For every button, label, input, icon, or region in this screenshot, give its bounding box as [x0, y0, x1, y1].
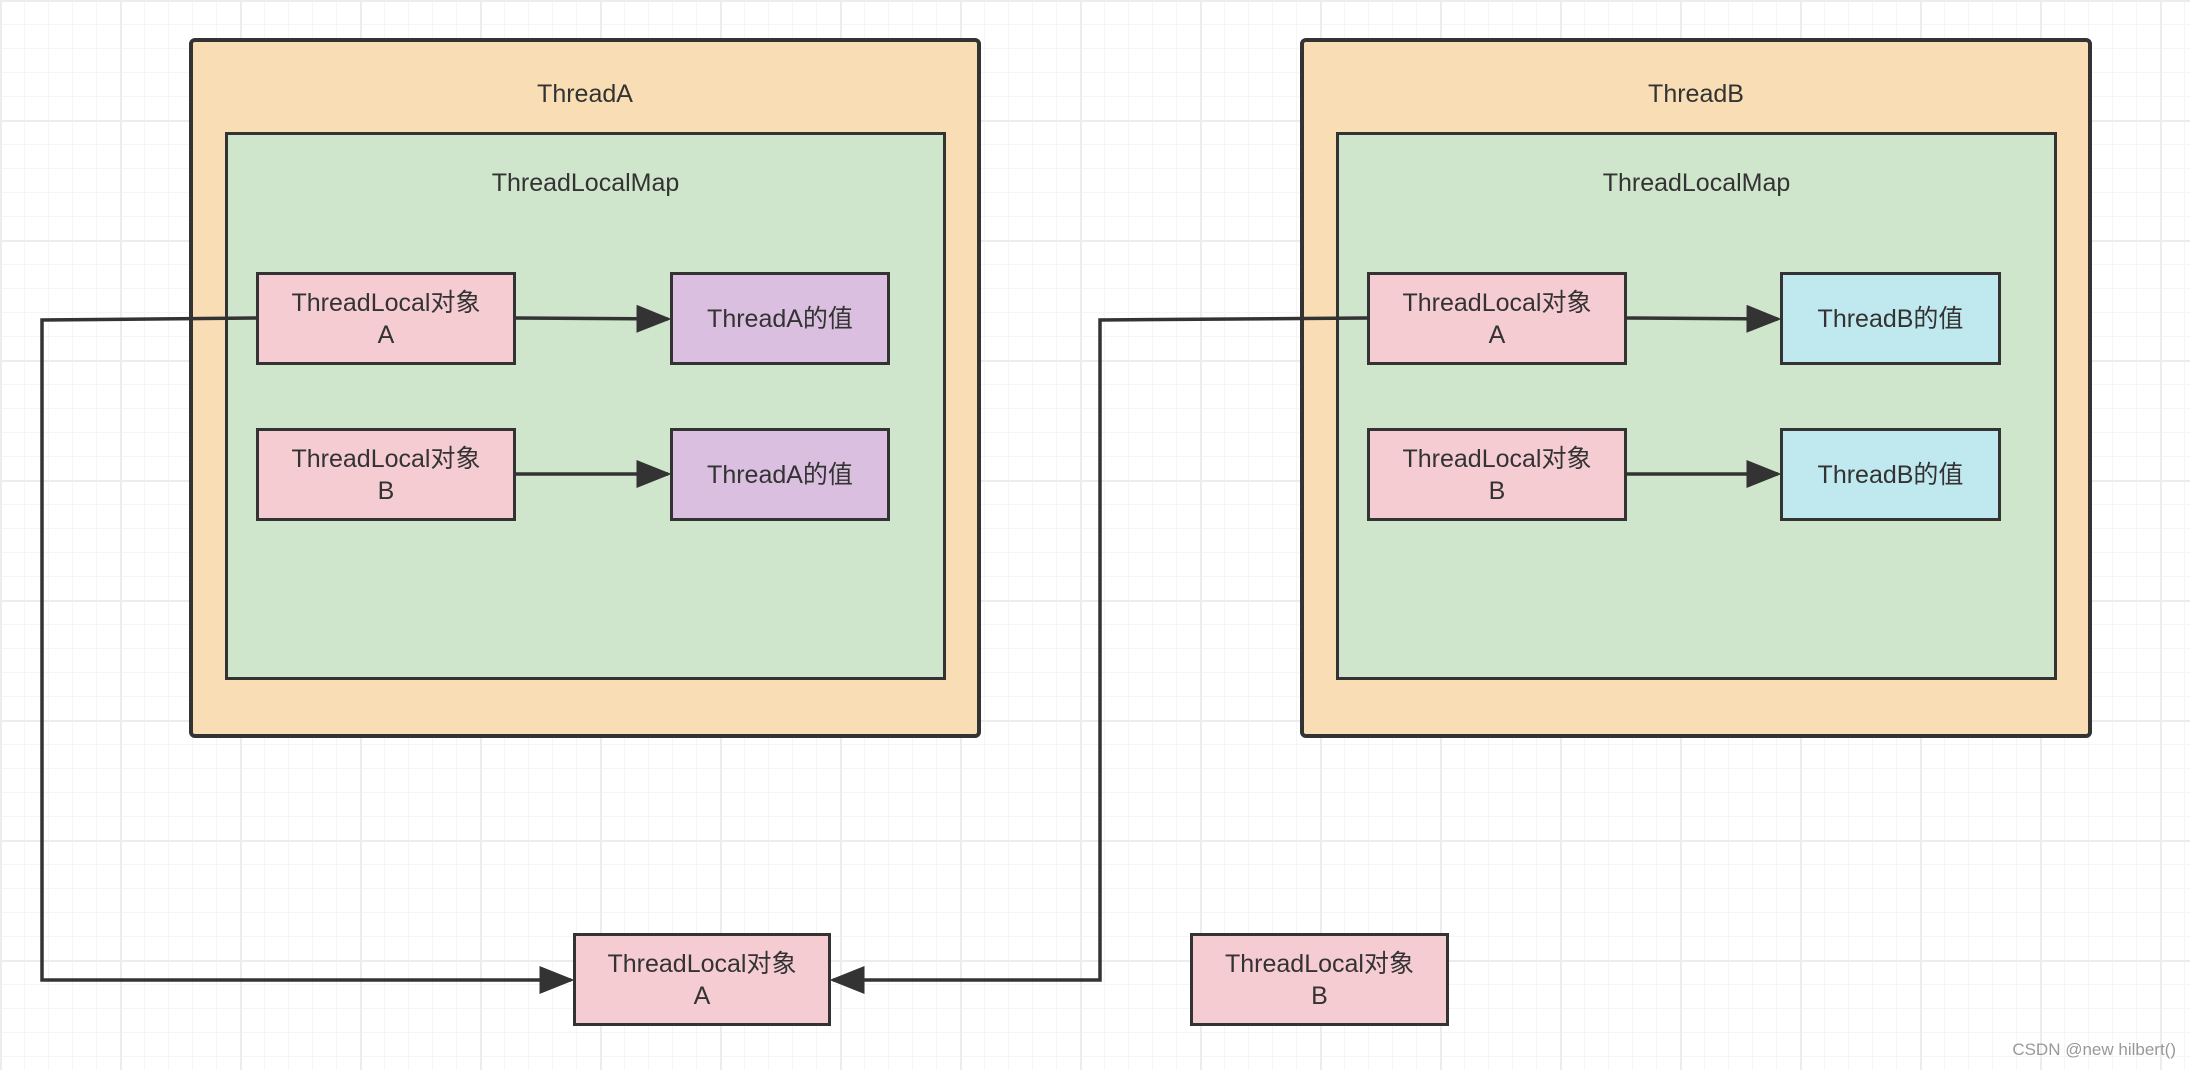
thread-a-key-b: ThreadLocal对象 B — [256, 428, 516, 521]
shared-threadlocal-b: ThreadLocal对象 B — [1190, 933, 1449, 1026]
thread-b-value-a: ThreadB的值 — [1780, 272, 2001, 365]
shared-threadlocal-a: ThreadLocal对象 A — [573, 933, 831, 1026]
thread-a-title: ThreadA — [537, 80, 633, 108]
thread-a-value-a: ThreadA的值 — [670, 272, 890, 365]
thread-a-threadlocalmap: ThreadLocalMap — [225, 132, 946, 680]
thread-b-key-b: ThreadLocal对象 B — [1367, 428, 1627, 521]
thread-b-title: ThreadB — [1648, 80, 1744, 108]
thread-b-key-a: ThreadLocal对象 A — [1367, 272, 1627, 365]
thread-b-value-b: ThreadB的值 — [1780, 428, 2001, 521]
thread-b-threadlocalmap: ThreadLocalMap — [1336, 132, 2057, 680]
watermark: CSDN @new hilbert() — [2012, 1040, 2176, 1059]
thread-a-value-b: ThreadA的值 — [670, 428, 890, 521]
thread-a-key-a: ThreadLocal对象 A — [256, 272, 516, 365]
thread-a-map-title: ThreadLocalMap — [491, 169, 680, 197]
thread-b-map-title: ThreadLocalMap — [1602, 169, 1791, 197]
